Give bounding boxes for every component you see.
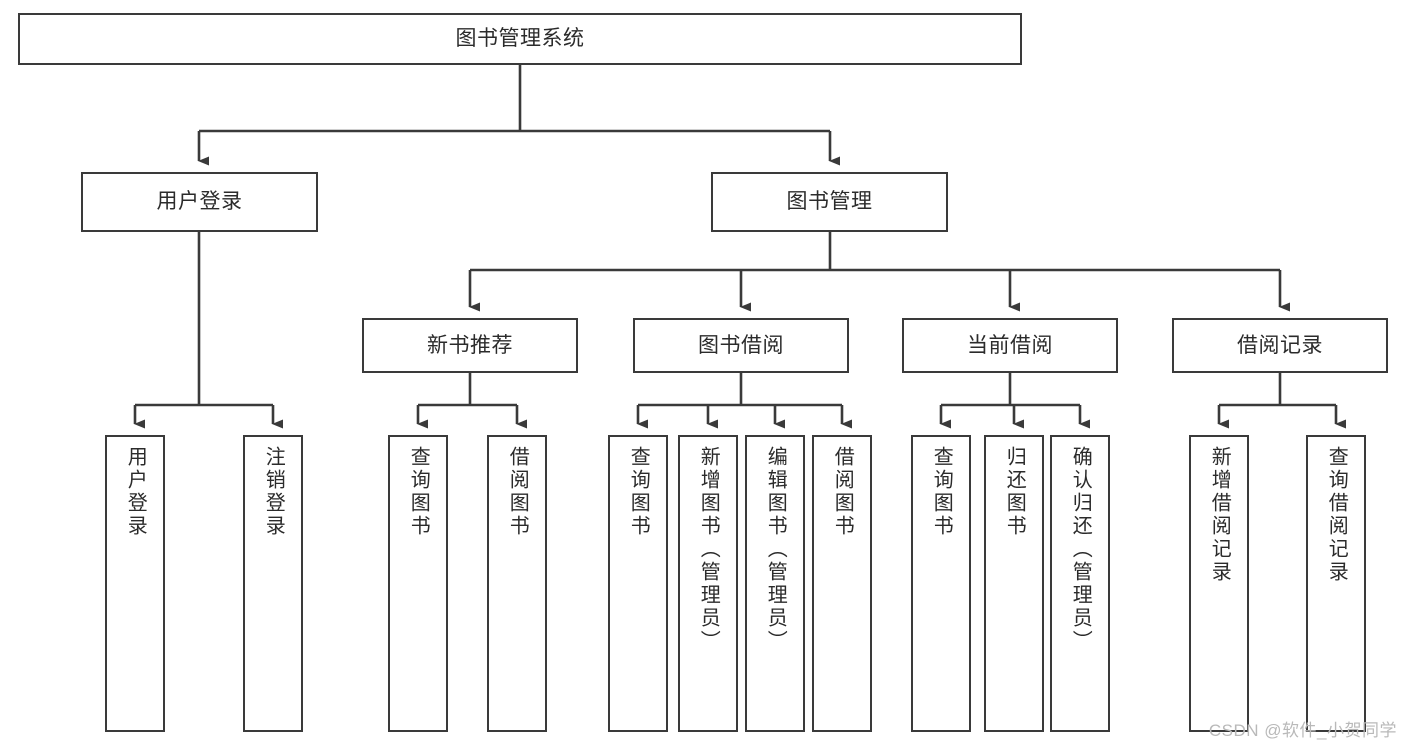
node-root-label: 图书管理系统 bbox=[455, 27, 585, 51]
leaf-borrow-book[interactable]: 借阅图书 bbox=[812, 435, 872, 732]
leaf-query-borrow-record-label: 查询借阅记录 bbox=[1325, 446, 1348, 584]
leaf-query-book-recommend-label: 查询图书 bbox=[407, 446, 430, 538]
leaf-edit-book-admin-label: 编辑图书（管理员） bbox=[764, 446, 787, 653]
leaf-query-book-recommend[interactable]: 查询图书 bbox=[388, 435, 448, 732]
node-root[interactable]: 图书管理系统 bbox=[18, 13, 1022, 65]
leaf-logout[interactable]: 注销登录 bbox=[243, 435, 303, 732]
leaf-borrow-book-label: 借阅图书 bbox=[831, 446, 854, 538]
leaf-return-book-label: 归还图书 bbox=[1003, 446, 1026, 538]
node-user-login[interactable]: 用户登录 bbox=[81, 172, 318, 232]
node-book-management[interactable]: 图书管理 bbox=[711, 172, 948, 232]
leaf-query-borrow-record[interactable]: 查询借阅记录 bbox=[1306, 435, 1366, 732]
node-borrow-record-label: 借阅记录 bbox=[1237, 333, 1323, 357]
watermark-text: CSDN @软件_小贺同学 bbox=[1208, 721, 1397, 740]
leaf-confirm-return-admin-label: 确认归还（管理员） bbox=[1069, 446, 1092, 653]
leaf-confirm-return-admin[interactable]: 确认归还（管理员） bbox=[1050, 435, 1110, 732]
leaf-add-borrow-record-label: 新增借阅记录 bbox=[1208, 446, 1231, 584]
leaf-edit-book-admin[interactable]: 编辑图书（管理员） bbox=[745, 435, 805, 732]
node-book-management-label: 图书管理 bbox=[786, 190, 873, 214]
leaf-return-book[interactable]: 归还图书 bbox=[984, 435, 1044, 732]
node-current-borrow-label: 当前借阅 bbox=[967, 333, 1053, 357]
leaf-query-book-current[interactable]: 查询图书 bbox=[911, 435, 971, 732]
node-book-borrow[interactable]: 图书借阅 bbox=[633, 318, 849, 373]
leaf-logout-label: 注销登录 bbox=[262, 446, 285, 538]
leaf-add-book-admin[interactable]: 新增图书（管理员） bbox=[678, 435, 738, 732]
leaf-query-book-borrow-label: 查询图书 bbox=[627, 446, 650, 538]
leaf-add-book-admin-label: 新增图书（管理员） bbox=[697, 446, 720, 653]
leaf-add-borrow-record[interactable]: 新增借阅记录 bbox=[1189, 435, 1249, 732]
node-user-login-label: 用户登录 bbox=[156, 190, 243, 214]
node-new-book-recommend-label: 新书推荐 bbox=[427, 333, 513, 357]
leaf-query-book-borrow[interactable]: 查询图书 bbox=[608, 435, 668, 732]
leaf-user-login[interactable]: 用户登录 bbox=[105, 435, 165, 732]
node-borrow-record[interactable]: 借阅记录 bbox=[1172, 318, 1388, 373]
node-current-borrow[interactable]: 当前借阅 bbox=[902, 318, 1118, 373]
leaf-borrow-book-recommend-label: 借阅图书 bbox=[506, 446, 529, 538]
leaf-user-login-label: 用户登录 bbox=[124, 446, 147, 538]
node-new-book-recommend[interactable]: 新书推荐 bbox=[362, 318, 578, 373]
leaf-query-book-current-label: 查询图书 bbox=[930, 446, 953, 538]
leaf-borrow-book-recommend[interactable]: 借阅图书 bbox=[487, 435, 547, 732]
node-book-borrow-label: 图书借阅 bbox=[698, 333, 784, 357]
